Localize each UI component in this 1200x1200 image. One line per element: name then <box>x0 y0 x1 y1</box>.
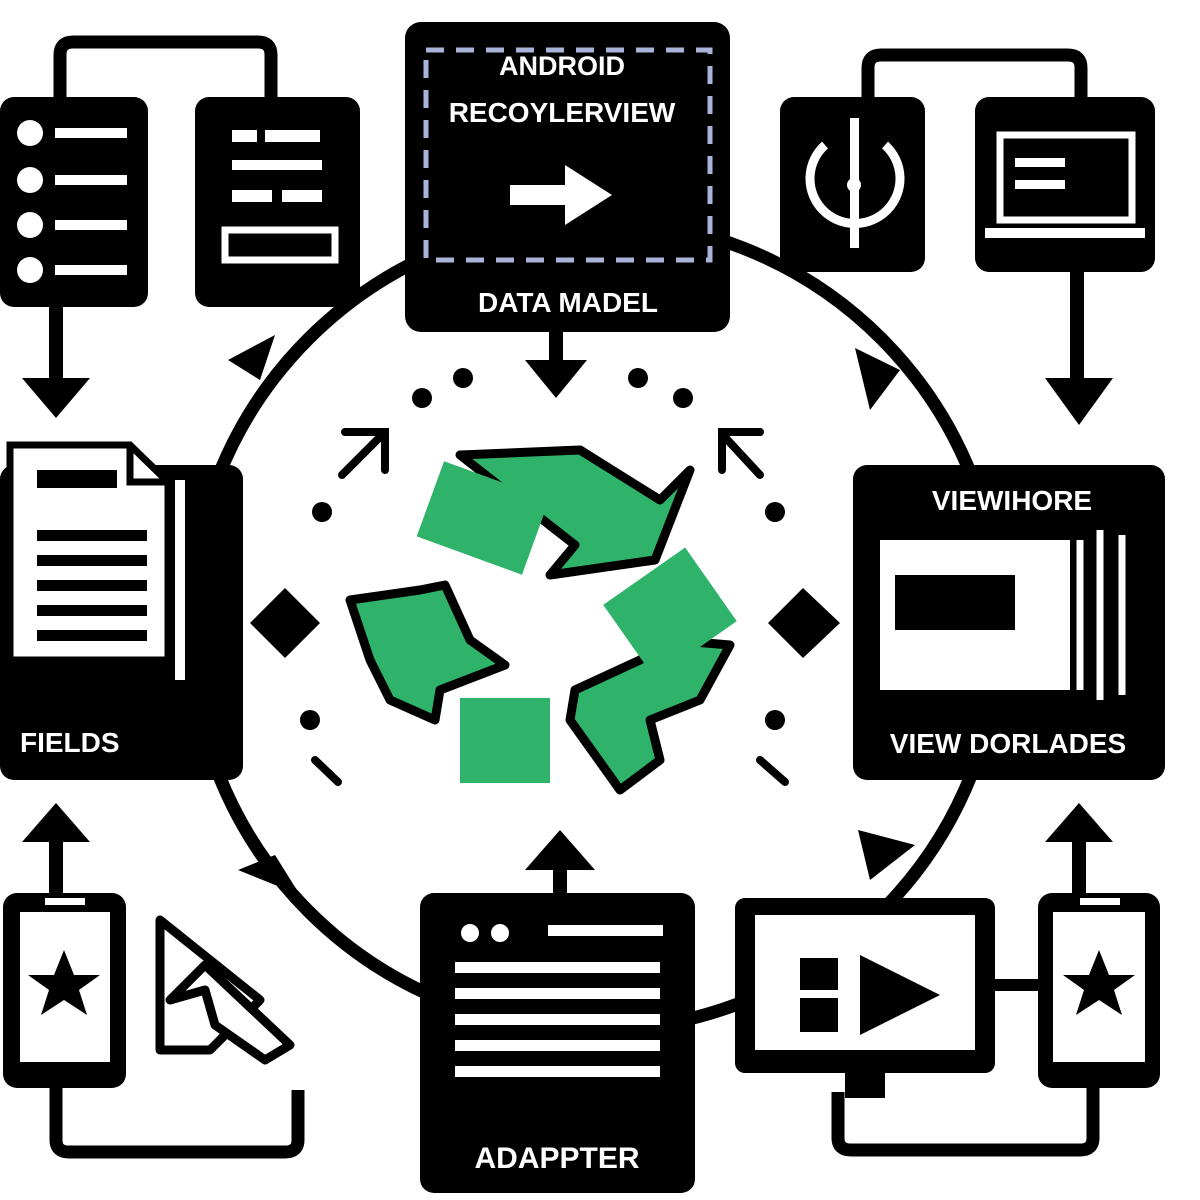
arrow-up-left <box>22 803 90 895</box>
box-title-line1: ANDROID <box>499 51 625 81</box>
box-title-line2: RECOYLERVIEW <box>449 97 676 128</box>
fields-label: FIELDS <box>20 727 120 758</box>
connector-top-right <box>861 48 1088 100</box>
document-icon <box>6 441 172 664</box>
adapter-label: ADAPPTER <box>474 1142 639 1175</box>
cycle-arrowhead-ne <box>855 348 900 410</box>
form-icon <box>195 97 360 307</box>
inner-chevrons <box>311 428 789 786</box>
window-icon <box>975 97 1155 272</box>
connector-top-left <box>53 35 278 100</box>
inner-dots <box>300 368 785 730</box>
connector-bottom-left <box>49 1085 305 1159</box>
power-icon <box>780 97 925 272</box>
view-doriades-label: VIEW DORLADES <box>890 728 1126 759</box>
arrow-down-right <box>1045 270 1113 425</box>
recycle-icon <box>345 445 737 795</box>
viewholder-title: VIEWIHORE <box>932 485 1092 516</box>
data-model-label: DATA MADEL <box>478 287 658 318</box>
fields-box: FIELDS <box>0 441 243 780</box>
arrow-down-left <box>22 305 90 418</box>
arrow-down-top <box>525 330 587 398</box>
viewholder-box: VIEWIHORE VIEW DORLADES <box>853 465 1165 780</box>
cycle-arrowhead-se <box>858 830 915 880</box>
browser-window-icon <box>455 924 663 1077</box>
play-arrow-icon <box>510 165 612 225</box>
adapter-box: ADAPPTER <box>420 893 695 1193</box>
list-icon <box>0 97 148 307</box>
arrow-up-center <box>525 830 595 898</box>
screens-icon <box>880 530 1126 700</box>
diamond-right <box>768 588 840 658</box>
diamond-left <box>250 588 320 658</box>
page-curl-icon <box>155 915 295 1065</box>
monitor-play-icon <box>735 898 995 1098</box>
cycle-arrowhead-nw <box>228 335 275 380</box>
data-model-box: ANDROID RECOYLERVIEW DATA MADEL <box>405 22 730 332</box>
phone-star-right-icon <box>1038 893 1160 1088</box>
arrow-up-right <box>1045 803 1113 895</box>
cycle-arrowhead-sw <box>238 855 300 895</box>
connector-bottom-right <box>831 1085 1100 1157</box>
phone-star-icon <box>3 893 126 1088</box>
